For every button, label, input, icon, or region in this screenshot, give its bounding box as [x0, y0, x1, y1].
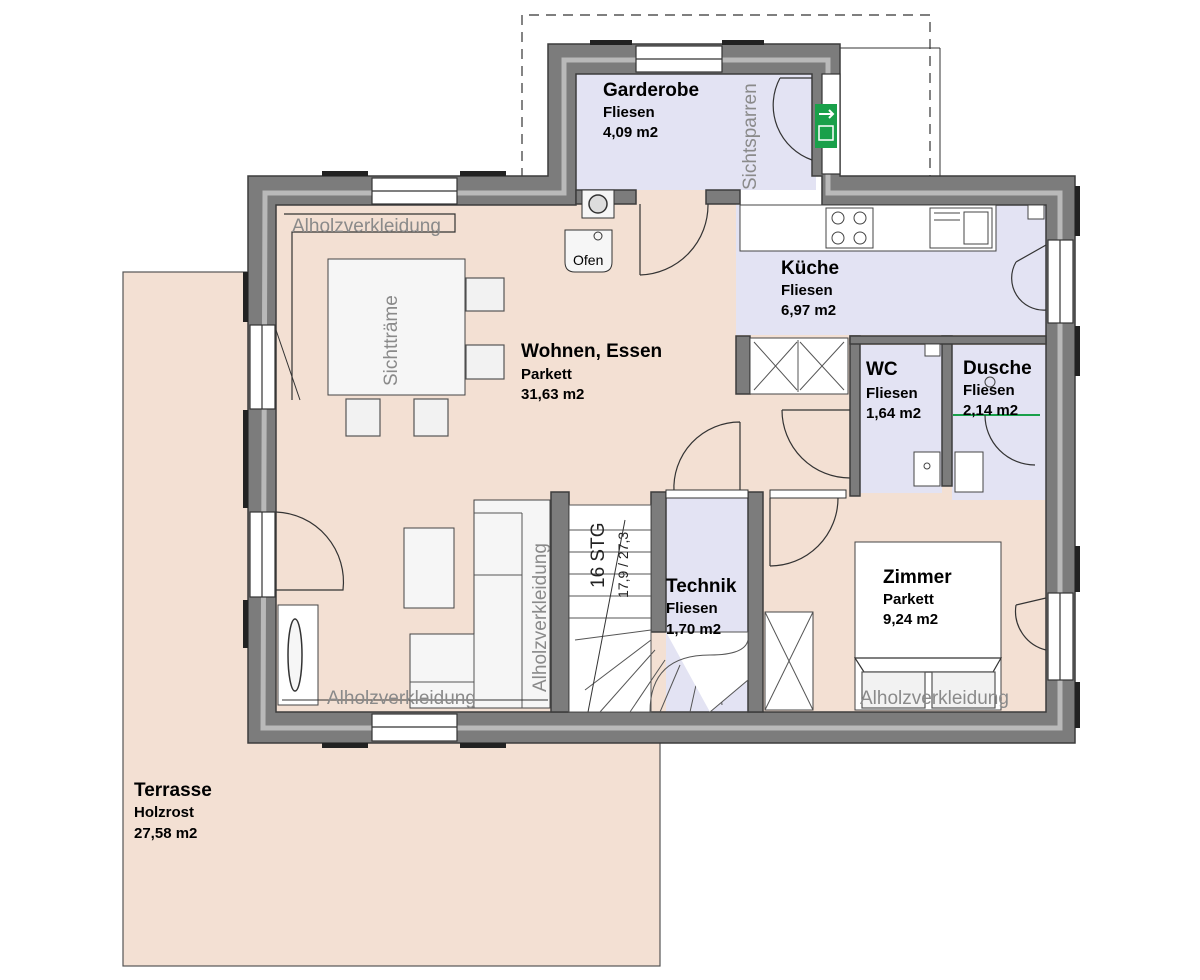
dining-table [327, 258, 466, 396]
wall-caps [243, 40, 1080, 748]
svg-text:Parkett: Parkett [883, 591, 934, 608]
wc-door-swing [781, 409, 851, 479]
stove-knob [593, 231, 603, 241]
cladding-top-label: Alholzverkleidung [292, 216, 441, 237]
svg-text:4,09 m2: 4,09 m2 [603, 124, 658, 141]
svg-text:Terrasse: Terrasse [134, 780, 212, 801]
label-wc: WC Fliesen 1,64 m2 [866, 359, 921, 422]
svg-text:WC: WC [866, 359, 898, 380]
svg-text:9,24 m2: 9,24 m2 [883, 611, 938, 628]
svg-text:Küche: Küche [781, 258, 839, 279]
wc-shaft [924, 343, 941, 357]
door-kitchen-window [1011, 244, 1047, 311]
label-dusche: Dusche Fliesen 2,14 m2 [963, 358, 1032, 419]
svg-text:Fliesen: Fliesen [963, 382, 1015, 399]
zimmer-door-opening [769, 489, 847, 499]
label-wohnen: Wohnen, Essen Parkett 31,63 m2 [521, 341, 662, 403]
svg-text:Fliesen: Fliesen [666, 600, 718, 617]
cladding-top-line [284, 213, 456, 400]
label-kueche: Küche Fliesen 6,97 m2 [781, 258, 839, 319]
svg-text:2,14 m2: 2,14 m2 [963, 402, 1018, 419]
stove [564, 229, 613, 273]
svg-text:Holzrost: Holzrost [134, 804, 194, 821]
cabinet-cross-marks [753, 340, 845, 392]
sichttraeme-label: Sichtträme [381, 295, 402, 386]
fridge-box [1027, 204, 1045, 220]
roof-outline [521, 14, 931, 178]
kitchen-tall-cabinets [749, 337, 849, 395]
shower-door-swing [984, 414, 1036, 466]
shower-head-icon [984, 376, 996, 388]
svg-text:Garderobe: Garderobe [603, 80, 699, 101]
svg-text:1,64 m2: 1,64 m2 [866, 405, 921, 422]
svg-text:Fliesen: Fliesen [866, 385, 918, 402]
svg-text:Zimmer: Zimmer [883, 567, 952, 588]
dining-chairs [345, 277, 505, 437]
label-terrasse: Terrasse Holzrost 27,58 m2 [134, 780, 212, 842]
cladding-zimmer-label: Alholzverkleidung [860, 688, 1009, 709]
technik-door-opening [665, 489, 749, 499]
stairs-ratio-label: 17,9 / 27,3 [615, 532, 631, 598]
cladding-stair-label: Alholzverkleidung [530, 543, 551, 692]
zimmer-door-swing [769, 497, 839, 567]
label-technik: Technik Fliesen 1,70 m2 [666, 576, 737, 638]
sichtsparren-label: Sichtsparren [740, 83, 761, 190]
cladding-bottom-label: Alholzverkleidung [327, 688, 476, 709]
svg-text:6,97 m2: 6,97 m2 [781, 302, 836, 319]
svg-text:Parkett: Parkett [521, 366, 572, 383]
sink-drain-lines [934, 211, 989, 245]
wall-inner-band [260, 57, 1063, 731]
garderobe-floor [576, 74, 816, 190]
bed-pillows [861, 671, 996, 709]
svg-text:31,63 m2: 31,63 m2 [521, 386, 584, 403]
shower-sink [954, 451, 984, 493]
kitchen-sink [929, 207, 993, 249]
chimney-flue [588, 194, 608, 214]
door-garderobe-ext [772, 77, 813, 161]
label-garderobe: Garderobe Fliesen 4,09 m2 [603, 80, 699, 141]
door-garderobe-swing [639, 203, 709, 276]
door-zimmer-window [1014, 597, 1047, 651]
svg-text:Dusche: Dusche [963, 358, 1032, 379]
window-reveal-left [275, 329, 301, 401]
svg-text:27,58 m2: 27,58 m2 [134, 825, 197, 842]
stairs [568, 504, 749, 713]
svg-text:Fliesen: Fliesen [781, 282, 833, 299]
windows [249, 45, 1074, 742]
exit-sign-icon [815, 104, 837, 148]
svg-text:1,70 m2: 1,70 m2 [666, 621, 721, 638]
living-floor [276, 190, 1046, 712]
technik-door-swing [673, 421, 741, 493]
ofen-label: Ofen [573, 252, 603, 268]
coffee-table [403, 527, 455, 609]
svg-text:Fliesen: Fliesen [603, 104, 655, 121]
door-terrace [275, 511, 345, 591]
svg-text:Wohnen, Essen: Wohnen, Essen [521, 341, 662, 362]
wc-drain [923, 462, 931, 470]
tv-icon [287, 618, 303, 692]
burner-icons [831, 211, 867, 245]
label-zimmer: Zimmer Parkett 9,24 m2 [883, 567, 952, 628]
sofa-cushion-lines [410, 512, 523, 708]
wardrobe-cross [764, 611, 814, 711]
stairs-count-label: 16 STG [588, 523, 609, 588]
svg-text:Technik: Technik [666, 576, 737, 597]
